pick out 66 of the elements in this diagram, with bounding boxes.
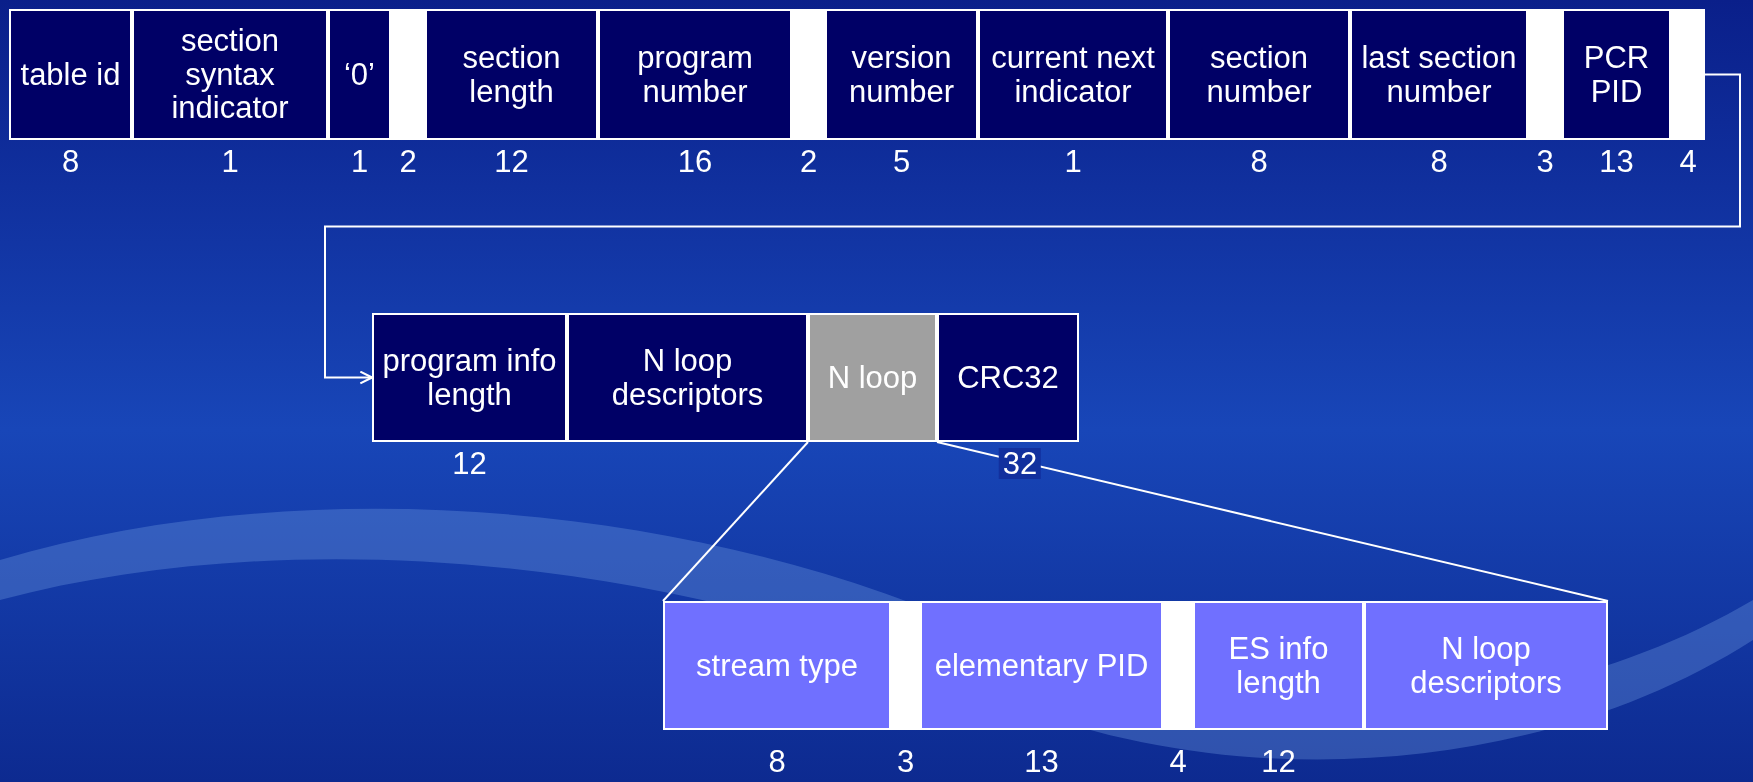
bit-width: 4	[1169, 746, 1187, 777]
reserved-field	[1671, 9, 1705, 140]
field-label: N loop descriptors	[610, 344, 765, 411]
field-box	[132, 9, 328, 140]
field-box	[598, 9, 792, 140]
reserved-field	[891, 601, 920, 730]
field-label: program number	[636, 41, 754, 108]
bit-width: 5	[892, 146, 911, 177]
bit-width: 8	[1430, 146, 1448, 177]
field-label: section number	[1205, 41, 1313, 108]
field-label: ES info length	[1227, 632, 1330, 699]
field-label: program info length	[381, 344, 558, 411]
field-label: ‘0’	[344, 57, 375, 92]
field-box	[1168, 9, 1350, 140]
field-label: PCR PID	[1582, 41, 1651, 108]
field-box	[920, 601, 1163, 730]
field-box	[808, 313, 937, 442]
field-box	[825, 9, 978, 140]
bit-width: 2	[799, 146, 818, 177]
bit-width: 16	[677, 146, 713, 177]
bit-width: 8	[768, 746, 786, 777]
field-box	[567, 313, 808, 442]
field-box	[1562, 9, 1671, 140]
bit-width: 12	[494, 146, 529, 177]
reserved-field	[391, 9, 425, 140]
field-label: section length	[461, 41, 562, 108]
bit-width: 13	[1024, 746, 1059, 777]
bit-width: 2	[399, 146, 417, 177]
bit-width: 8	[1250, 146, 1268, 177]
reserved-field	[792, 9, 825, 140]
field-label: N loop descriptors	[1409, 632, 1563, 699]
field-box	[9, 9, 132, 140]
field-label: CRC32	[957, 360, 1059, 395]
field-box	[1364, 601, 1608, 730]
field-box	[372, 313, 567, 442]
arrow	[324, 73, 1741, 385]
field-label: elementary PID	[934, 648, 1149, 683]
field-label: stream type	[696, 648, 858, 683]
bit-width: 13	[1599, 146, 1634, 177]
bit-width: 3	[896, 746, 915, 777]
bit-width: 1	[1064, 146, 1082, 177]
field-box	[1193, 601, 1364, 730]
bit-width: 1	[221, 146, 239, 177]
field-box	[328, 9, 391, 140]
bit-width: 3	[1536, 146, 1554, 177]
connector-line	[936, 441, 1609, 602]
field-box	[1350, 9, 1528, 140]
bit-width: 8	[61, 146, 80, 177]
field-label: N loop	[827, 360, 918, 395]
field-box	[425, 9, 598, 140]
field-label: table id	[20, 57, 121, 92]
bit-width: 1	[350, 146, 369, 177]
connector-line	[662, 441, 809, 602]
field-label: last section number	[1360, 41, 1518, 108]
reserved-field	[1163, 601, 1193, 730]
field-label: section syntax indicator	[170, 24, 290, 125]
field-label: version number	[847, 41, 956, 108]
bit-width: 32	[998, 448, 1042, 479]
field-box	[978, 9, 1168, 140]
bit-width: 4	[1679, 146, 1697, 177]
bit-width: 12	[452, 448, 487, 479]
field-box	[937, 313, 1079, 442]
field-box	[663, 601, 891, 730]
field-label: current next indicator	[990, 41, 1156, 108]
reserved-field	[1528, 9, 1562, 140]
bit-width: 12	[1261, 746, 1296, 777]
